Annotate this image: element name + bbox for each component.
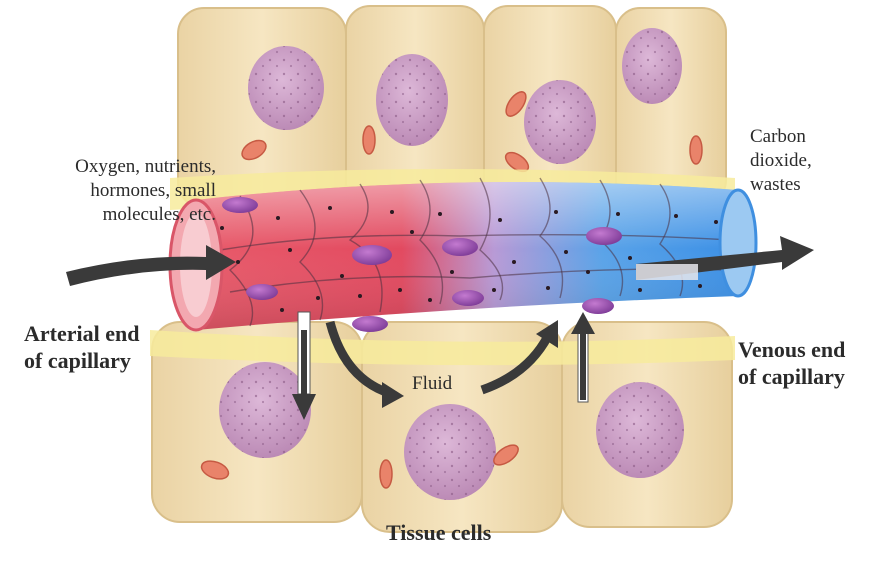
tissue-cells-label: Tissue cells bbox=[386, 519, 491, 546]
arterial-line: Arterial end bbox=[24, 320, 139, 347]
endothelial-nucleus bbox=[352, 245, 392, 265]
outputs-line: dioxide, bbox=[750, 149, 812, 173]
outputs-line: wastes bbox=[750, 173, 812, 197]
endothelial-nucleus bbox=[222, 197, 258, 213]
mitochondrion bbox=[380, 460, 392, 488]
venous-end-label: Venous end of capillary bbox=[738, 336, 845, 390]
endothelial-nucleus bbox=[246, 284, 278, 300]
inputs-line: hormones, small bbox=[8, 179, 216, 203]
endothelial-nucleus bbox=[442, 238, 478, 256]
venous-opening bbox=[720, 190, 756, 296]
arterial-line: of capillary bbox=[24, 347, 139, 374]
inputs-line: Oxygen, nutrients, bbox=[8, 155, 216, 179]
inputs-line: molecules, etc. bbox=[8, 203, 216, 227]
endothelial-nucleus bbox=[582, 298, 614, 314]
venous-line: of capillary bbox=[738, 363, 845, 390]
endothelial-nucleus bbox=[586, 227, 622, 245]
outputs-line: Carbon bbox=[750, 125, 812, 149]
endothelial-nucleus bbox=[352, 316, 388, 332]
inputs-label: Oxygen, nutrients, hormones, small molec… bbox=[8, 155, 216, 227]
capillary bbox=[170, 178, 756, 332]
venous-line: Venous end bbox=[738, 336, 845, 363]
fluid-label: Fluid bbox=[412, 372, 452, 396]
mitochondrion bbox=[363, 126, 375, 154]
endothelial-nucleus bbox=[452, 290, 484, 306]
arterial-end-label: Arterial end of capillary bbox=[24, 320, 139, 374]
outputs-label: Carbon dioxide, wastes bbox=[750, 125, 812, 197]
mitochondrion bbox=[690, 136, 702, 164]
